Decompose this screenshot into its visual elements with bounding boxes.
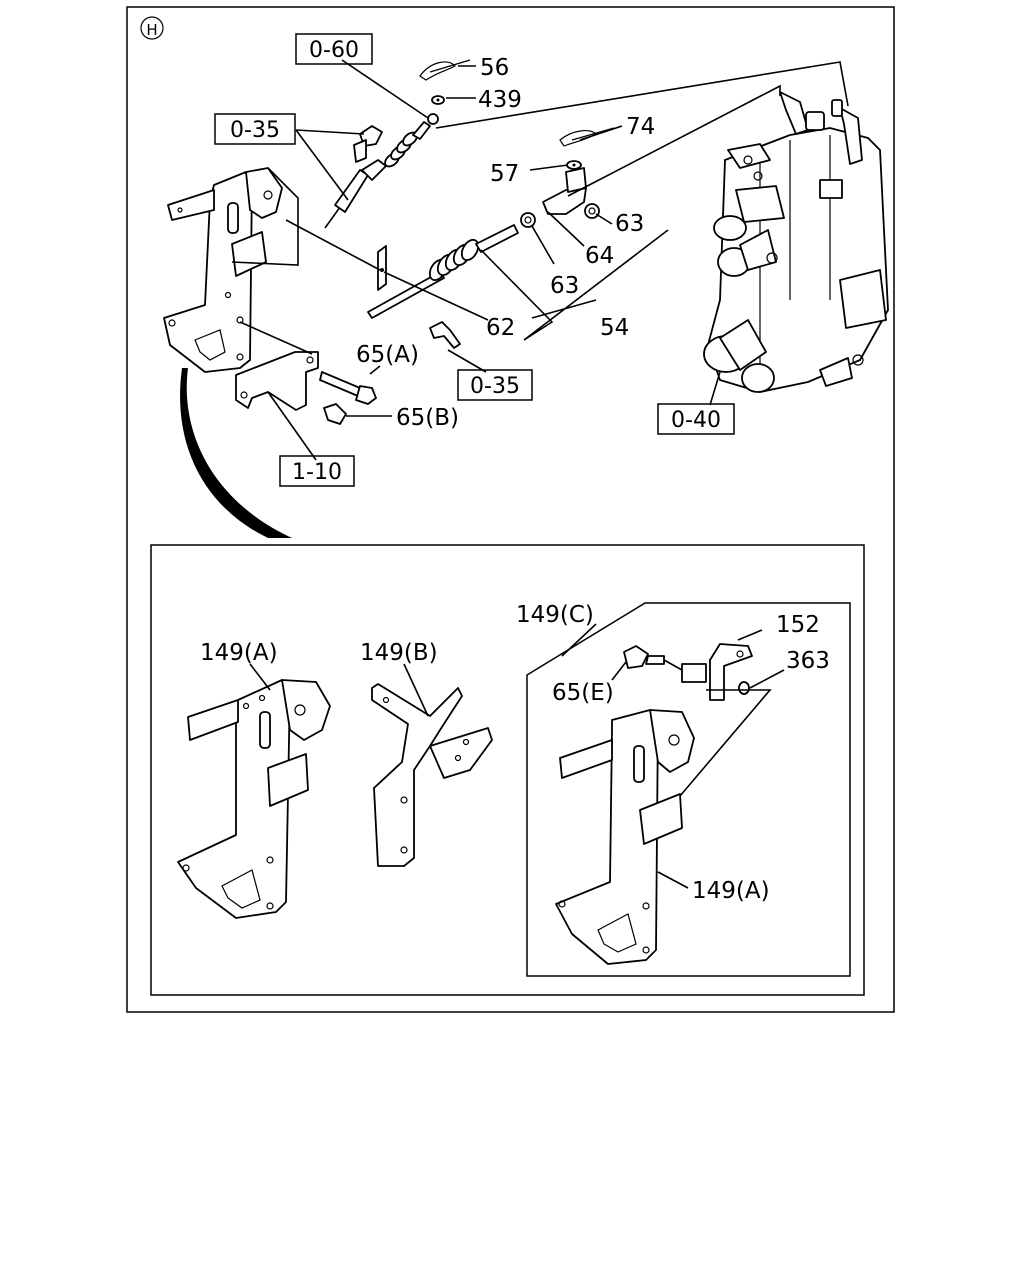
outer-frame <box>126 6 895 1013</box>
ref-box-0-35-bottom-label: 0-35 <box>470 374 520 399</box>
bracket-149a <box>177 679 331 919</box>
detail-leader-lines <box>249 623 785 889</box>
callout-54: 54 <box>600 315 629 341</box>
detail-149c-frame <box>526 602 851 977</box>
detail-frame <box>150 544 865 996</box>
ref-box-0-40: 0-40 <box>657 403 735 435</box>
ref-box-0-35-top: 0-35 <box>214 113 296 145</box>
injection-pump <box>703 91 889 393</box>
callout-57: 57 <box>490 161 519 187</box>
bolt-65a <box>319 371 377 405</box>
cable-54 <box>367 224 519 319</box>
label-149a: 149(A) <box>200 640 278 666</box>
label-149b: 149(B) <box>360 640 438 666</box>
view-marker: H <box>140 16 164 40</box>
label-149c: 149(C) <box>516 602 594 628</box>
bracket-152 <box>681 643 753 701</box>
callout-56: 56 <box>480 55 509 81</box>
label-149a-in-c: 149(A) <box>692 878 770 904</box>
label-65e: 65(E) <box>552 680 614 706</box>
ref-box-0-40-label: 0-40 <box>671 408 721 433</box>
leader-lines <box>231 59 849 461</box>
callout-74: 74 <box>626 114 655 140</box>
label-152: 152 <box>776 612 820 638</box>
ref-box-0-60: 0-60 <box>295 33 373 65</box>
callout-65b: 65(B) <box>396 405 459 431</box>
callout-439: 439 <box>478 87 522 113</box>
washer-363 <box>738 681 750 695</box>
ref-box-0-60-label: 0-60 <box>309 38 359 63</box>
upper-cable <box>324 113 439 229</box>
nut-63-left <box>520 212 536 228</box>
nut-63-right <box>584 203 600 219</box>
washer-439 <box>431 95 445 105</box>
main-bracket <box>163 167 283 373</box>
clip-56 <box>419 59 471 81</box>
callout-62: 62 <box>486 315 515 341</box>
ref-box-0-35-top-label: 0-35 <box>230 118 280 143</box>
bracket-149b <box>371 683 493 867</box>
callout-64: 64 <box>585 243 614 269</box>
bolt-035 <box>429 321 461 349</box>
ref-box-1-10: 1-10 <box>279 455 355 487</box>
detail-arc <box>180 368 292 538</box>
washer-57 <box>566 160 582 170</box>
label-363: 363 <box>786 648 830 674</box>
bracket-64 <box>542 167 587 215</box>
bracket-149a-in-c <box>555 709 695 965</box>
view-marker-label: H <box>146 21 157 39</box>
callout-63-right: 63 <box>615 211 644 237</box>
bolt-65e <box>623 645 665 669</box>
ref-box-0-35-bottom: 0-35 <box>457 369 533 401</box>
lower-bracket <box>235 351 319 411</box>
callout-63-left: 63 <box>550 273 579 299</box>
ref-box-1-10-label: 1-10 <box>292 460 342 485</box>
callout-65a: 65(A) <box>356 342 419 368</box>
bolt-65b <box>323 403 347 425</box>
